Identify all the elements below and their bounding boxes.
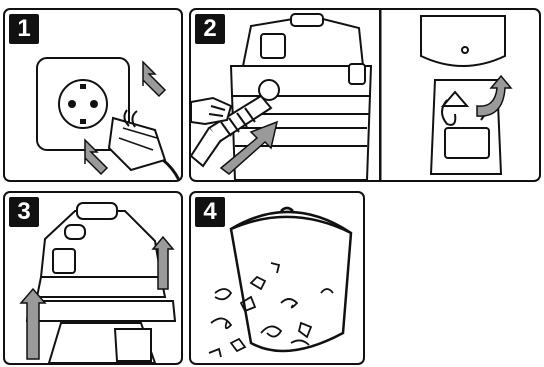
- step-number: 3: [9, 197, 39, 227]
- inset-divider: [379, 10, 382, 180]
- step-3-panel: 3: [3, 191, 183, 365]
- step-number: 1: [9, 14, 39, 44]
- vacuum-icon: [27, 203, 175, 363]
- step-4-panel: 4: [189, 191, 365, 365]
- step-2-panel: 2: [189, 8, 541, 182]
- plug-icon: [109, 110, 179, 180]
- step-1-panel: 1: [3, 8, 183, 182]
- vacuum-icon: [231, 14, 371, 180]
- accessory-storage-illustration: [421, 16, 505, 174]
- hand-icon: [191, 98, 231, 124]
- step-number: 4: [195, 197, 225, 227]
- vacuum-icon: [231, 208, 351, 351]
- hose-removal-illustration: [191, 10, 539, 180]
- step-number: 2: [195, 14, 225, 44]
